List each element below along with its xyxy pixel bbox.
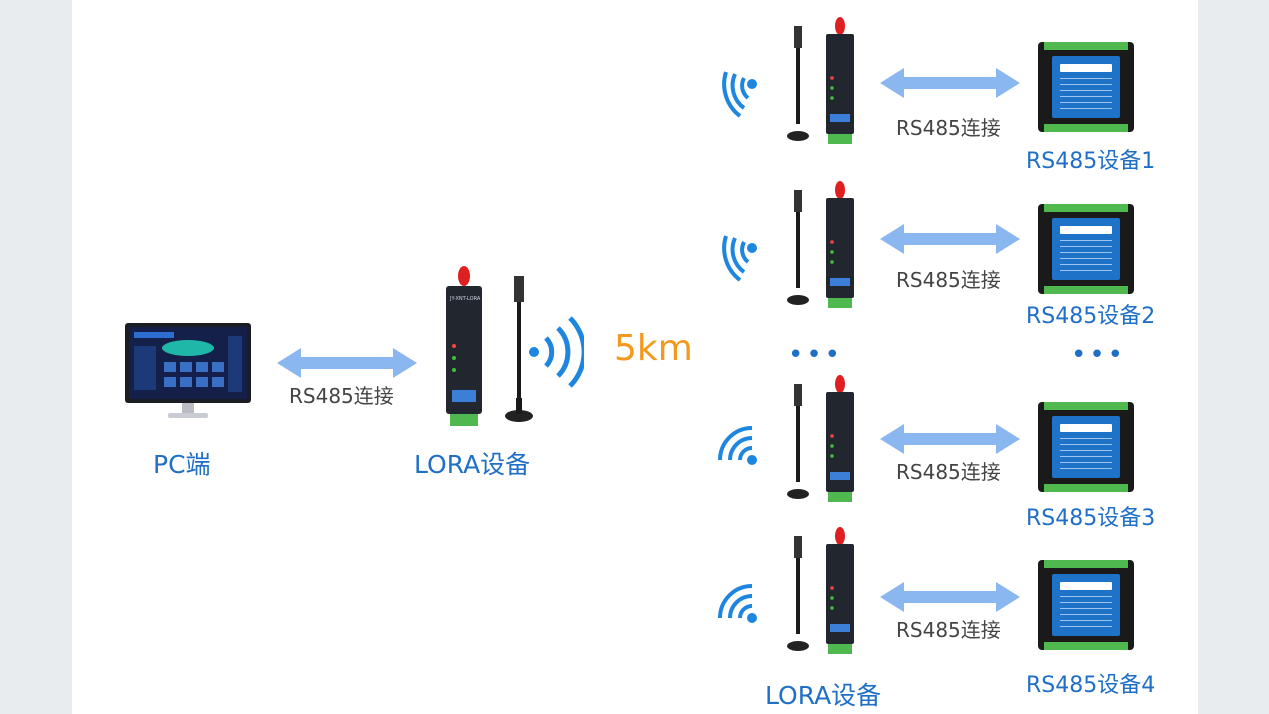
- rs485-device-label-3: RS485设备3: [1026, 506, 1156, 531]
- remote-lora-device-4: [787, 527, 854, 654]
- distance-label: 5km: [614, 328, 693, 369]
- rs485-device-1: [1038, 42, 1134, 132]
- center-lora-device: JY-XNT-LORA: [446, 266, 533, 426]
- ellipsis-left: •••: [788, 340, 844, 370]
- ellipsis-right: •••: [1071, 340, 1127, 370]
- rs485-device-4: [1038, 560, 1134, 650]
- wifi-signal-icon-3: [718, 426, 757, 465]
- remote-lora-device-1: [787, 17, 854, 144]
- rs485-device-label-4: RS485设备4: [1026, 673, 1156, 698]
- rs485-link-label-1: RS485连接: [896, 116, 1001, 140]
- remote-lora-device-2: [787, 181, 854, 308]
- rs485-device-label-2: RS485设备2: [1026, 304, 1156, 329]
- rs485-device-3: [1038, 402, 1134, 492]
- rs485-double-arrow-2: [880, 224, 1020, 254]
- wifi-signal-icon-2: [722, 235, 757, 282]
- remote-lora-device-3: [787, 375, 854, 502]
- wireless-signal-icon: [529, 316, 584, 388]
- left-rs485-link-label: RS485连接: [289, 384, 394, 408]
- rs485-device-2: [1038, 204, 1134, 294]
- rs485-double-arrow-1: [880, 68, 1020, 98]
- rs485-double-arrow-4: [880, 582, 1020, 612]
- pc-monitor-icon: [125, 323, 251, 418]
- rs485-double-arrow-3: [880, 424, 1020, 454]
- rs485-link-label-2: RS485连接: [896, 268, 1001, 292]
- rs485-double-arrow: [277, 348, 417, 378]
- remote-lora-label: LORA设备: [765, 681, 882, 710]
- rs485-link-label-3: RS485连接: [896, 460, 1001, 484]
- svg-text:JY-XNT-LORA: JY-XNT-LORA: [449, 296, 481, 302]
- wifi-signal-icon-1: [722, 71, 757, 118]
- pc-label: PC端: [153, 450, 211, 479]
- wifi-signal-icon-4: [718, 584, 757, 623]
- rs485-device-label-1: RS485设备1: [1026, 149, 1156, 174]
- rs485-link-label-4: RS485连接: [896, 618, 1001, 642]
- center-lora-label: LORA设备: [414, 450, 531, 479]
